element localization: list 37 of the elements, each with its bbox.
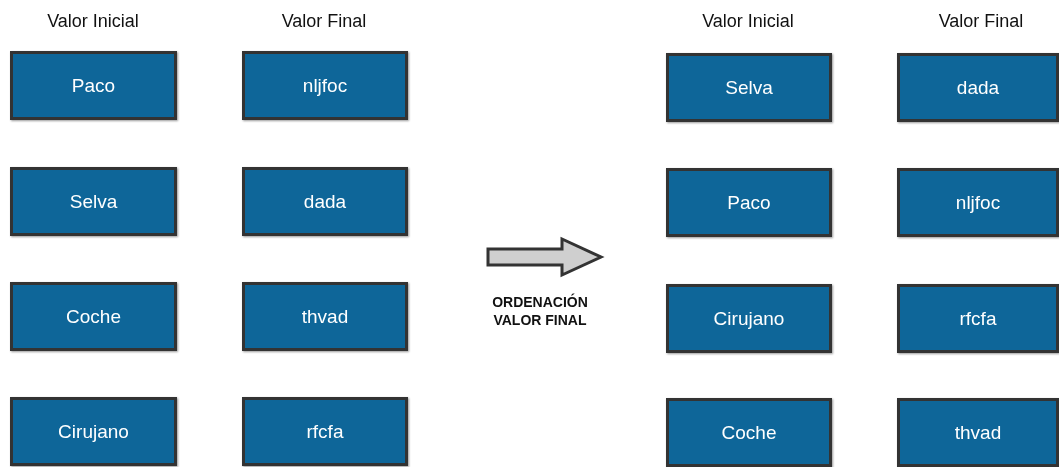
box-label: dada — [956, 76, 1000, 99]
process-box — [666, 284, 832, 353]
process-box — [10, 282, 177, 351]
process-box — [242, 51, 408, 120]
column-header: Valor Final — [938, 11, 1024, 32]
process-box — [897, 53, 1059, 122]
arrow-caption: ORDENACIÓN VALOR FINAL — [491, 293, 589, 330]
box-label: thvad — [301, 305, 349, 328]
process-box — [666, 168, 832, 237]
process-box — [10, 397, 177, 466]
process-box — [666, 398, 832, 467]
box-label: Cirujano — [713, 307, 785, 330]
process-box — [897, 284, 1059, 353]
process-box — [897, 168, 1059, 237]
process-box — [242, 397, 408, 466]
box-label: Selva — [69, 190, 118, 213]
box-label: rfcfa — [959, 307, 997, 330]
process-box — [242, 282, 408, 351]
process-box — [666, 53, 832, 122]
box-label: nljfoc — [955, 191, 1001, 214]
box-label: Coche — [721, 421, 777, 444]
column-header: Valor Inicial — [47, 11, 139, 32]
box-label: Coche — [66, 305, 121, 328]
box-label: rfcfa — [306, 420, 344, 443]
column-header: Valor Final — [281, 11, 367, 32]
process-box — [10, 167, 177, 236]
box-label: Selva — [725, 76, 773, 99]
box-label: Paco — [727, 191, 771, 214]
box-label: Cirujano — [58, 420, 129, 443]
process-box — [242, 167, 408, 236]
process-box — [897, 398, 1059, 467]
box-label: dada — [303, 190, 347, 213]
box-label: Paco — [71, 74, 116, 97]
column-header: Valor Inicial — [702, 11, 794, 32]
process-box — [10, 51, 177, 120]
box-label: thvad — [954, 421, 1002, 444]
box-label: nljfoc — [302, 74, 348, 97]
